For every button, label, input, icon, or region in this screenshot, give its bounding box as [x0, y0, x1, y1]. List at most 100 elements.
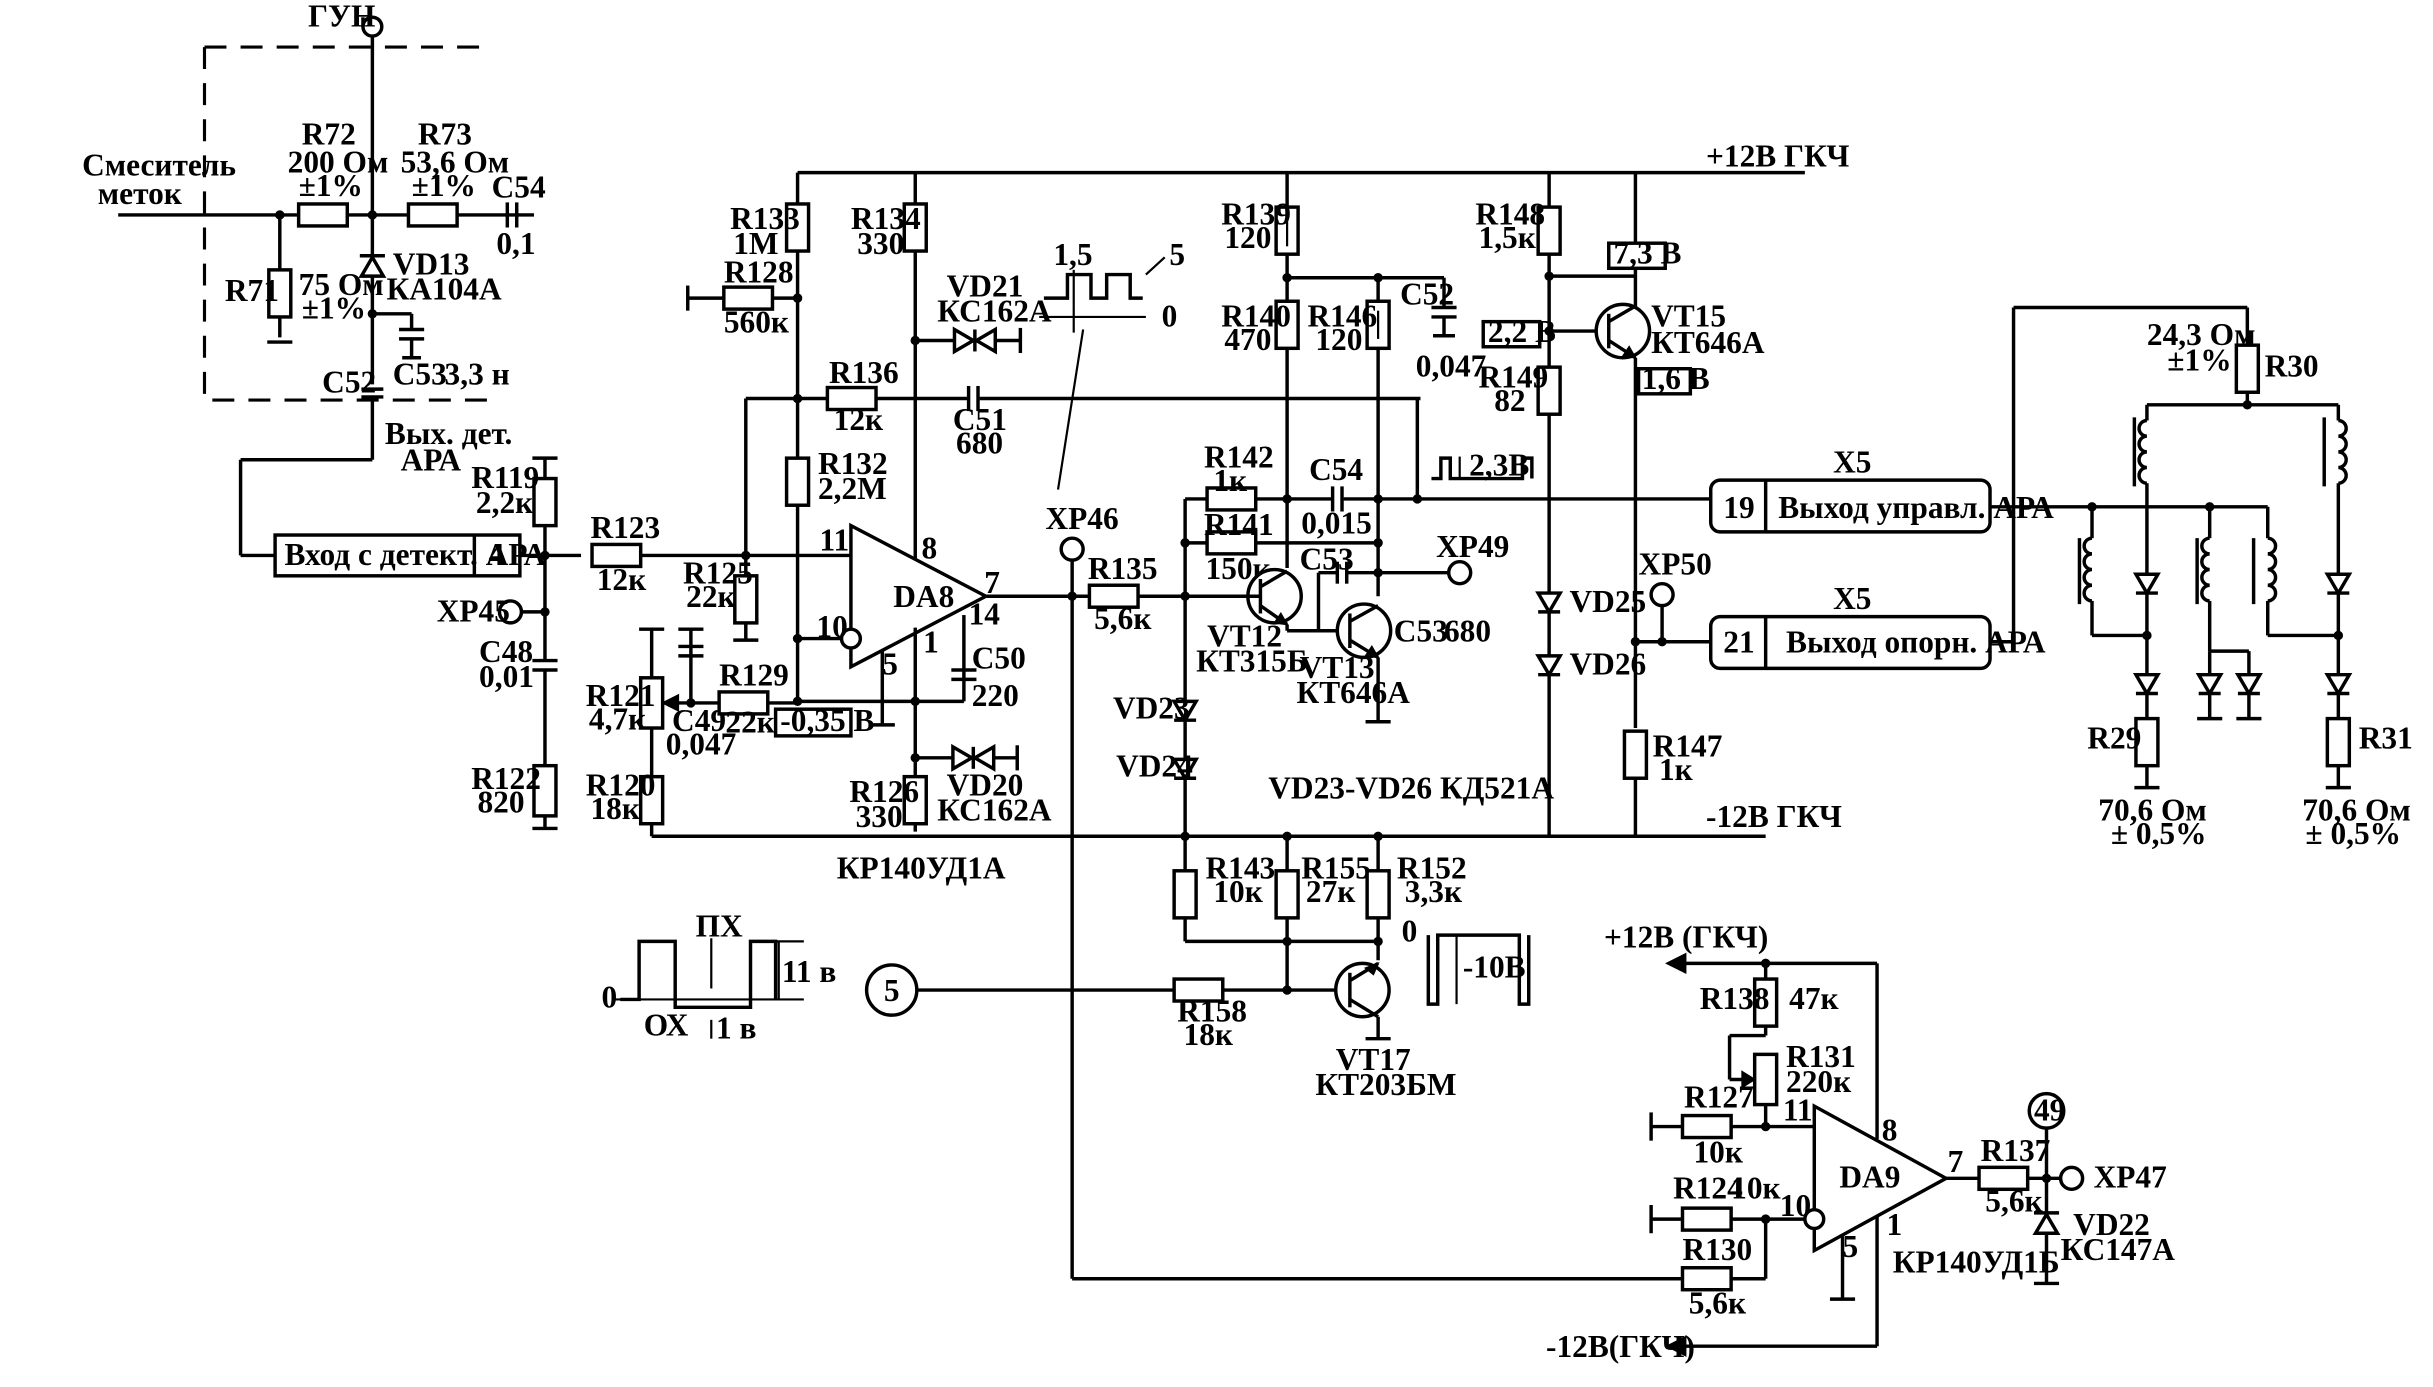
r30-value: 24,3 Ом — [2147, 317, 2256, 352]
vd13-type: КА104А — [386, 272, 501, 307]
r134-value: 330 — [857, 226, 904, 261]
pin5-label: 5 — [884, 973, 900, 1008]
r29-value: 70,6 Ом — [2098, 793, 2207, 828]
resistor-r155 — [1274, 869, 1300, 920]
resistor-r158 — [1172, 977, 1225, 1003]
r121-label: R121 — [586, 678, 656, 713]
wave23-label: 2,3В — [1469, 447, 1529, 482]
c52b-value: 0,047 — [1416, 349, 1487, 384]
r149-label: R149 — [1479, 360, 1549, 395]
diode-vd25 — [1535, 591, 1564, 616]
resistor-r124 — [1680, 1206, 1733, 1232]
da8-pin1: 1 — [923, 625, 939, 660]
potentiometer-r131 — [1752, 1052, 1779, 1107]
r73-label: R73 — [418, 116, 472, 151]
r138-value: 47к — [1789, 981, 1839, 1016]
vt17-type: КТ203БМ — [1315, 1067, 1456, 1102]
dashed-frame — [202, 47, 491, 402]
voltage-box-ve — [1636, 366, 1693, 396]
r141-label: R141 — [1204, 507, 1274, 542]
vd26-label: VD26 — [1570, 647, 1647, 682]
resistor-r134 — [902, 202, 928, 253]
resistor-r137 — [1977, 1165, 2030, 1192]
minus12-mid-label: -12В ГКЧ — [1706, 799, 1842, 834]
resistor-r132 — [784, 456, 811, 507]
da8-type: КР140УД1А — [837, 851, 1006, 886]
da9-type: КР140УД1Б — [1893, 1244, 2060, 1279]
xp47-label: XP47 — [2094, 1160, 2167, 1195]
diode-vd26 — [1535, 654, 1564, 679]
voltage-035: -0,35 В — [780, 703, 874, 738]
r124-label: R124 — [1673, 1171, 1743, 1206]
r126-label: R126 — [849, 774, 919, 809]
resistor-r119 — [532, 476, 558, 528]
r127-value: 10к — [1693, 1135, 1743, 1170]
c49-label: C49 — [672, 703, 726, 738]
r29-tol: ± 0,5% — [2111, 816, 2207, 851]
da9-pin7: 7 — [1948, 1144, 1964, 1179]
da8-pin10: 10 — [816, 609, 847, 644]
minus12b-label: -12В(ГКЧ) — [1546, 1329, 1695, 1364]
r140-label: R140 — [1221, 298, 1291, 333]
r134-label: R134 — [851, 201, 921, 236]
zener-vd20-b — [971, 743, 996, 772]
r125-value: 22к — [686, 579, 736, 614]
xp50-label: XP50 — [1639, 546, 1712, 581]
c50-label: C50 — [972, 640, 1026, 675]
vt15-vc: 7,3 В — [1613, 236, 1681, 271]
waveform-da8 — [1039, 256, 1166, 490]
resistor-r120 — [638, 774, 665, 826]
zener-vd21-b — [973, 326, 997, 355]
r136-label: R136 — [829, 355, 899, 390]
xp46-label: XP46 — [1045, 501, 1118, 536]
r30-label: R30 — [2265, 349, 2319, 384]
pulse-v1: 1 в — [716, 1011, 756, 1046]
r142-label: R142 — [1204, 440, 1274, 475]
plus12-top-label: +12В ГКЧ — [1706, 138, 1849, 173]
vd22-label: VD22 — [2073, 1207, 2150, 1242]
resistor-r142 — [1205, 486, 1258, 512]
transformer-left — [2132, 404, 2149, 575]
resistor-r31 — [2325, 716, 2352, 768]
r122-label: R122 — [471, 761, 541, 796]
opamp-da9 — [1812, 1103, 1950, 1254]
r139-label: R139 — [1221, 196, 1291, 231]
diode-vd13 — [358, 253, 387, 278]
zener-vd22 — [2032, 1210, 2061, 1235]
resistor-r125 — [733, 574, 759, 625]
c53c-label: C53 — [1394, 614, 1448, 649]
r140-value: 470 — [1224, 322, 1271, 357]
da8-pin5: 5 — [882, 647, 898, 682]
diode-vd23 — [1171, 699, 1200, 724]
resistor-r152 — [1365, 869, 1391, 920]
resistor-r128 — [722, 285, 775, 311]
diode-det-4 — [2324, 672, 2353, 697]
r139-value: 120 — [1224, 220, 1271, 255]
r120-value: 18к — [590, 791, 640, 826]
r149-value: 82 — [1494, 383, 1525, 418]
r130-value: 5,6к — [1689, 1285, 1747, 1320]
r120-label: R120 — [586, 767, 656, 802]
vd24-label: VD24 — [1116, 749, 1193, 784]
r30-tol: ±1% — [2167, 342, 2231, 377]
vt15-vb: 2,2 В — [1488, 314, 1556, 349]
mixer-label-2: меток — [98, 176, 183, 211]
in4-pin: 4 — [488, 537, 504, 572]
r73-value: 53,6 Ом — [401, 145, 510, 180]
c50-value: 220 — [972, 678, 1019, 713]
vt13-label: VT13 — [1300, 650, 1375, 685]
da8-pin8: 8 — [922, 531, 938, 566]
vd22-type: КС147А — [2061, 1232, 2176, 1267]
resistor-r30 — [2234, 343, 2261, 394]
zener-vd20-a — [951, 743, 976, 772]
r133-label: R133 — [730, 201, 800, 236]
r142-value: 1к — [1213, 463, 1248, 498]
r119-label: R119 — [471, 460, 539, 495]
r135-label: R135 — [1088, 551, 1158, 586]
diode-det-2 — [2132, 672, 2161, 697]
transformer-mid-1 — [2077, 536, 2147, 638]
c54a-value: 0,1 — [496, 226, 535, 261]
r147-label: R147 — [1653, 728, 1723, 763]
test-point-xp45 — [497, 599, 524, 625]
resistor-r149 — [1536, 365, 1562, 416]
